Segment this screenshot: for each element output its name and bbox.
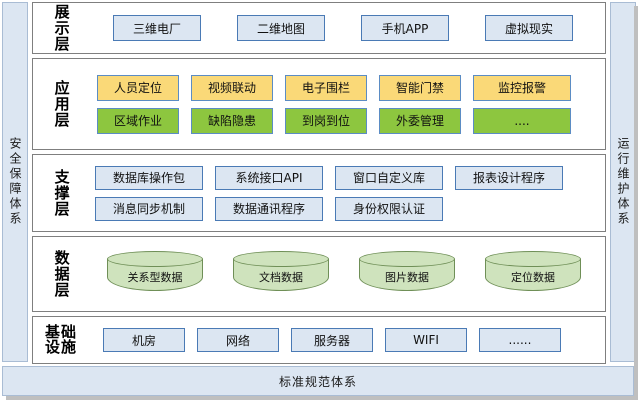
- node-infrastructure[interactable]: ......: [479, 328, 561, 352]
- side-band-security: 安全保障体系: [2, 2, 28, 362]
- node-support[interactable]: 数据通讯程序: [215, 196, 323, 221]
- side-band-operations-label: 运行维护体系: [616, 137, 630, 227]
- cylinder-label: 定位数据: [511, 271, 555, 284]
- layer-body-presentation: 三维电厂 二维地图 手机APP 虚拟现实: [89, 15, 605, 41]
- node-support[interactable]: 身份权限认证: [335, 196, 443, 221]
- database-cylinder[interactable]: 文档数据: [233, 251, 329, 297]
- standards-bar-label: 标准规范体系: [278, 374, 357, 389]
- layer-label-line: 基础: [44, 322, 77, 341]
- node-support[interactable]: 报表设计程序: [455, 165, 563, 190]
- node-application[interactable]: 人员定位: [97, 74, 179, 101]
- node-application[interactable]: ....: [473, 107, 571, 134]
- node-presentation[interactable]: 三维电厂: [113, 15, 201, 41]
- cylinder-label: 关系型数据: [127, 271, 183, 284]
- cylinder-label: 图片数据: [385, 271, 429, 284]
- layer-label-text: 应用层: [52, 80, 71, 128]
- layer-label-text: 数据层: [52, 250, 71, 298]
- node-support[interactable]: 窗口自定义库: [335, 165, 443, 190]
- layer-row: 数据库操作包系统接口API 窗口自定义库报表设计程序: [89, 165, 599, 190]
- layer-body-infrastructure: 机房网络服务器 WIFI......: [89, 328, 605, 352]
- node-support[interactable]: 消息同步机制: [95, 196, 203, 221]
- cylinder-label: 文档数据: [259, 271, 303, 284]
- standards-bar: 标准规范体系: [2, 366, 634, 396]
- cylinder-top-ellipse: [233, 251, 329, 267]
- layer-label-text: 支撑层: [52, 169, 71, 217]
- layer-body-application: 人员定位视频联动电子围栏智能门禁监控报警区域作业缺陷隐患到岗到位外委管理....: [89, 74, 605, 134]
- node-application[interactable]: 智能门禁: [379, 74, 461, 101]
- node-presentation[interactable]: 手机APP: [361, 15, 449, 41]
- node-presentation[interactable]: 虚拟现实: [485, 15, 573, 41]
- layer-data: 数据层 关系型数据 文档数据 图片数据 定位数据: [32, 236, 606, 312]
- frame-shadow-right: [634, 6, 638, 400]
- layer-label-application: 应用层: [33, 80, 89, 128]
- node-application[interactable]: 电子围栏: [285, 74, 367, 101]
- frame-shadow-bottom: [6, 396, 638, 400]
- layer-label-text: 展示层: [52, 4, 71, 52]
- node-support[interactable]: 数据库操作包: [95, 165, 203, 190]
- layer-row: 三维电厂 二维地图 手机APP 虚拟现实: [89, 15, 599, 41]
- layer-label-data: 数据层: [33, 250, 89, 298]
- layer-row: 机房网络服务器 WIFI......: [89, 328, 599, 352]
- layer-application: 应用层人员定位视频联动电子围栏智能门禁监控报警区域作业缺陷隐患到岗到位外委管理.…: [32, 58, 606, 150]
- node-infrastructure[interactable]: 网络: [197, 328, 279, 352]
- node-application[interactable]: 到岗到位: [285, 107, 367, 134]
- node-infrastructure[interactable]: WIFI: [385, 328, 467, 352]
- layer-support: 支撑层 数据库操作包系统接口API 窗口自定义库报表设计程序消息同步机制数据通讯程序…: [32, 154, 606, 232]
- layer-presentation: 展示层 三维电厂 二维地图 手机APP 虚拟现实: [32, 2, 606, 54]
- layer-row: 区域作业缺陷隐患到岗到位外委管理....: [89, 107, 599, 134]
- node-presentation[interactable]: 二维地图: [237, 15, 325, 41]
- node-application[interactable]: 缺陷隐患: [191, 107, 273, 134]
- layer-row: 关系型数据 文档数据 图片数据 定位数据: [89, 251, 599, 297]
- layer-label-presentation: 展示层: [33, 4, 89, 52]
- node-infrastructure[interactable]: 机房: [103, 328, 185, 352]
- node-application[interactable]: 外委管理: [379, 107, 461, 134]
- node-application[interactable]: 视频联动: [191, 74, 273, 101]
- side-band-operations: 运行维护体系: [610, 2, 636, 362]
- database-cylinder[interactable]: 关系型数据: [107, 251, 203, 297]
- node-infrastructure[interactable]: 服务器: [291, 328, 373, 352]
- layer-label-infrastructure: 基础设施: [33, 322, 89, 356]
- cylinder-top-ellipse: [359, 251, 455, 267]
- layer-row: 消息同步机制数据通讯程序身份权限认证: [89, 196, 599, 221]
- node-application[interactable]: 区域作业: [97, 107, 179, 134]
- side-band-security-label: 安全保障体系: [8, 137, 22, 227]
- database-cylinder[interactable]: 图片数据: [359, 251, 455, 297]
- layer-label-support: 支撑层: [33, 169, 89, 217]
- layer-body-data: 关系型数据 文档数据 图片数据 定位数据: [89, 251, 605, 297]
- database-cylinder[interactable]: 定位数据: [485, 251, 581, 297]
- layer-row: 人员定位视频联动电子围栏智能门禁监控报警: [89, 74, 599, 101]
- cylinder-top-ellipse: [485, 251, 581, 267]
- cylinder-top-ellipse: [107, 251, 203, 267]
- layer-body-support: 数据库操作包系统接口API 窗口自定义库报表设计程序消息同步机制数据通讯程序身份权…: [89, 165, 605, 221]
- node-support[interactable]: 系统接口API: [215, 165, 323, 190]
- node-application[interactable]: 监控报警: [473, 74, 571, 101]
- layer-label-line: 设施: [44, 338, 77, 356]
